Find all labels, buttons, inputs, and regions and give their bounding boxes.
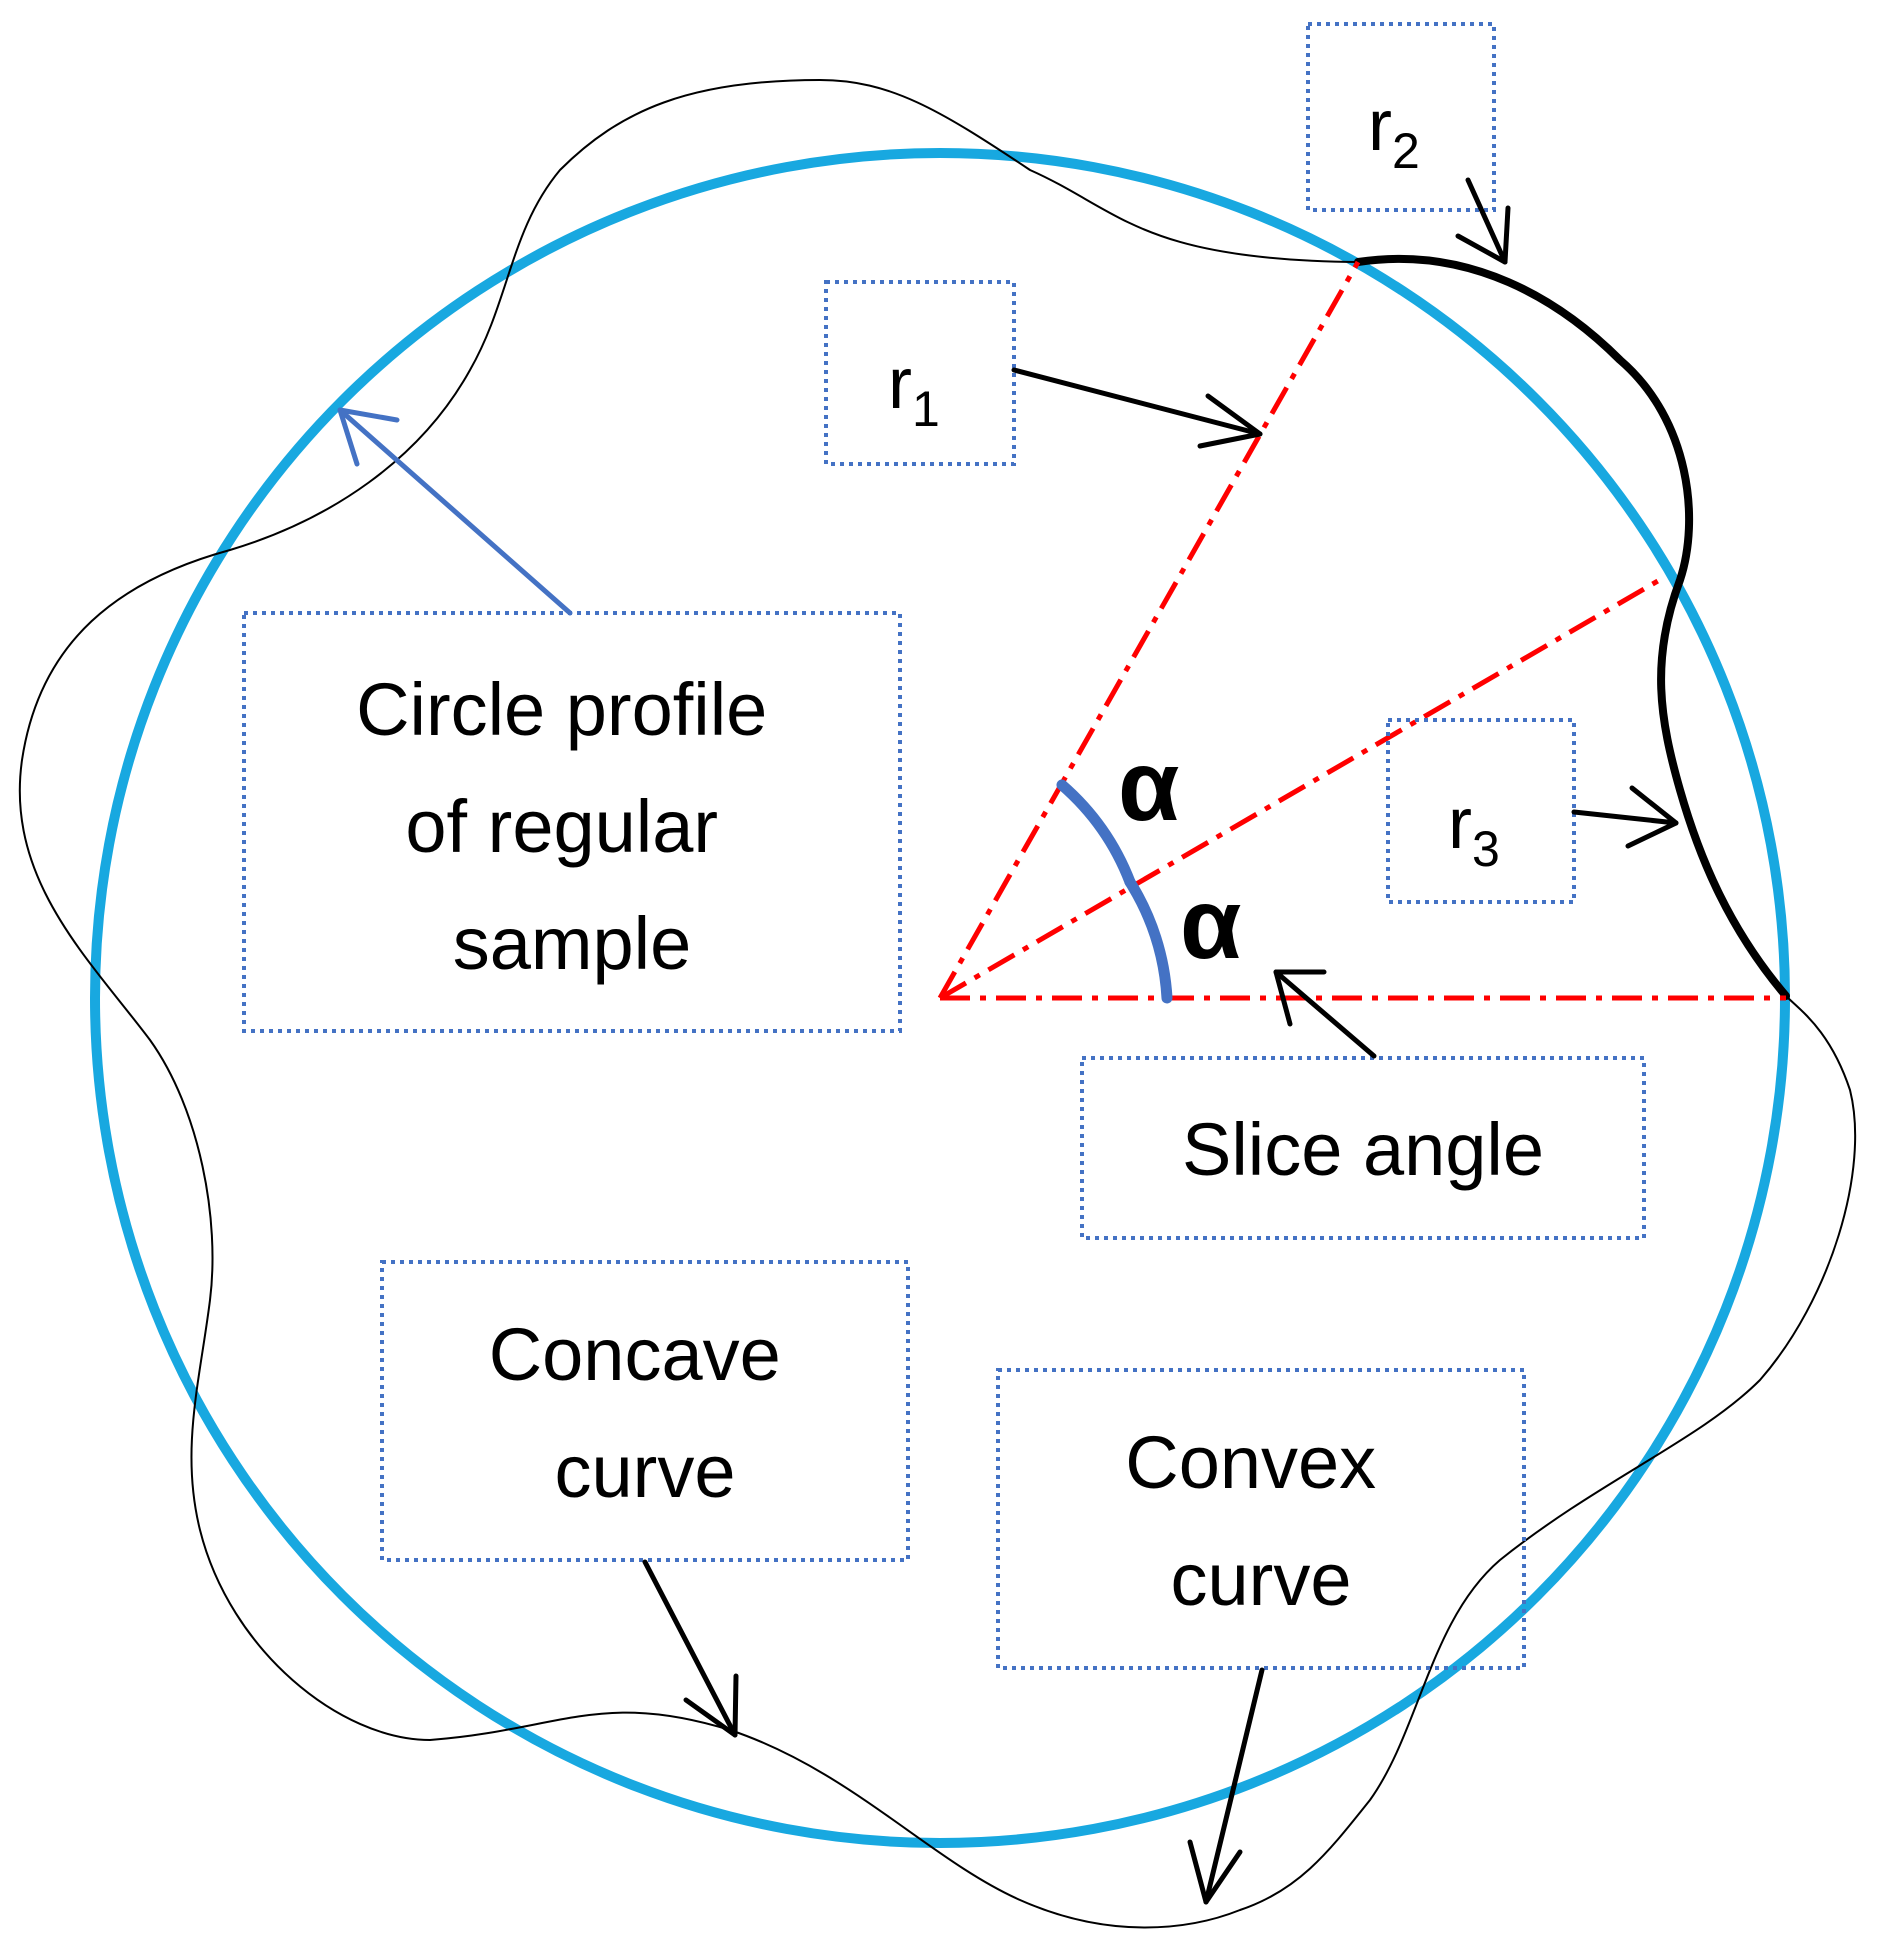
- angle-arc-lower: [1124, 876, 1173, 1004]
- circle-profile-arrow-shaft: [337, 407, 573, 616]
- slice-angle-box: [1080, 1056, 1646, 1240]
- r2-label: r2: [1368, 86, 1420, 179]
- r1-box: [824, 280, 1016, 466]
- slice-angle-arrow: [1273, 969, 1377, 1059]
- ray-middle: [938, 575, 1665, 1001]
- slice-angle-label: Slice angle: [1182, 1108, 1544, 1191]
- concave-curve-arrow: [642, 1559, 739, 1738]
- r1-label: r1: [888, 344, 940, 437]
- alpha-label-lower: α: [1180, 868, 1241, 980]
- highlighted-profile-segment: [1354, 254, 1790, 1000]
- circle-profile-arrow: [337, 407, 573, 616]
- convex-curve-box: [996, 1368, 1526, 1670]
- alpha-label-upper: α: [1118, 730, 1179, 842]
- r3-label: r3: [1448, 784, 1500, 877]
- angle-arc-upper: [1056, 779, 1136, 888]
- r3-box: [1386, 718, 1576, 904]
- circle-profile-label: Circle profile of regular sample: [356, 668, 788, 985]
- circle-profile-arrow-head: [337, 407, 400, 467]
- r2-arrow: [1455, 177, 1511, 265]
- convex-curve-arrow: [1187, 1667, 1265, 1905]
- irregular-profile-outline: [18, 78, 1857, 1929]
- r1-arrow: [1011, 367, 1263, 449]
- ray-upper: [937, 260, 1361, 1000]
- convex-curve-label: Convex curve: [1125, 1421, 1396, 1621]
- r2-box: [1306, 22, 1496, 212]
- concave-curve-box: [380, 1260, 910, 1562]
- r3-arrow: [1571, 785, 1679, 849]
- concave-curve-label: Concave curve: [489, 1313, 802, 1513]
